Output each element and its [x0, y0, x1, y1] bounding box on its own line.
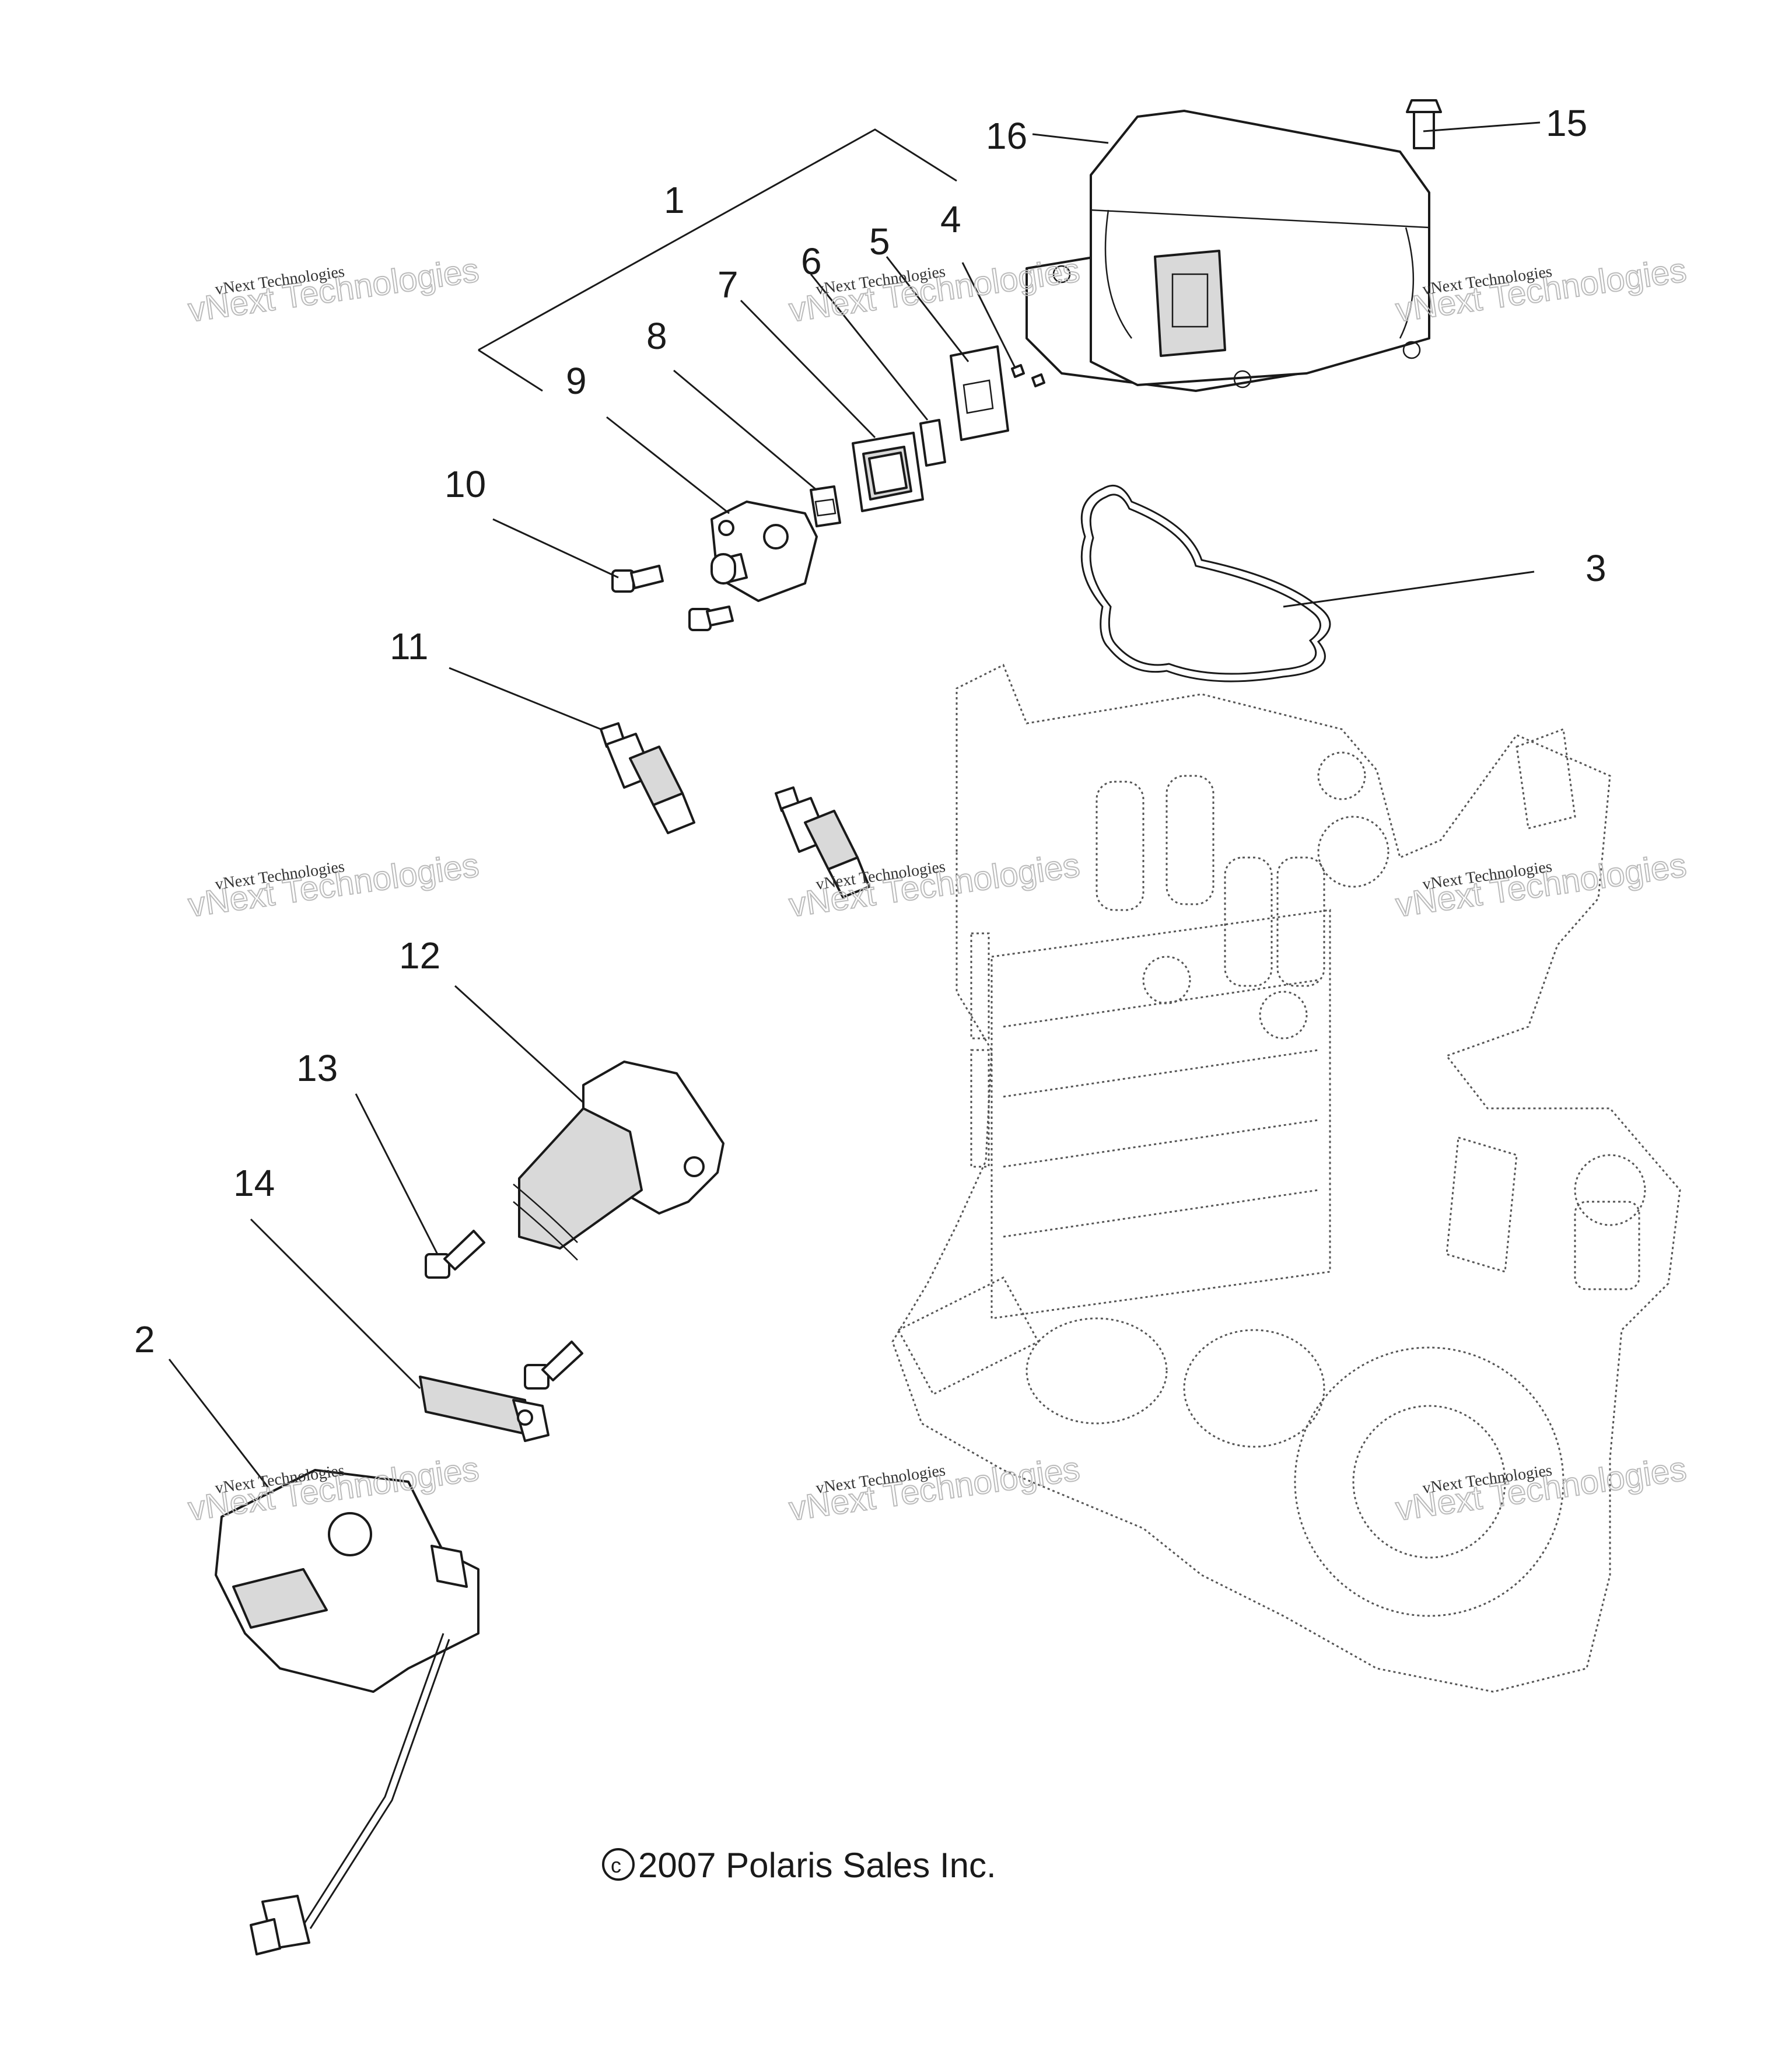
bracket-14 [419, 1376, 550, 1442]
gasket-8 [810, 485, 841, 527]
callout-4: 4 [940, 198, 961, 240]
callout-13: 13 [296, 1047, 338, 1089]
callout-9: 9 [566, 360, 587, 402]
gasket-7 [852, 432, 924, 512]
callout-14: 14 [233, 1162, 275, 1204]
copyright-notice: c 2007 Polaris Sales Inc. [602, 1846, 996, 1885]
copyright-symbol-icon [602, 1848, 635, 1881]
callout-15: 15 [1546, 102, 1587, 144]
copyright-text: 2007 Polaris Sales Inc. [638, 1846, 996, 1885]
valve-cover [1026, 110, 1430, 392]
callout-12: 12 [399, 935, 440, 977]
bolts-13 [425, 1230, 583, 1390]
leader-lines [168, 121, 1541, 1488]
callout-6: 6 [801, 240, 822, 282]
callout-1: 1 [664, 179, 685, 221]
callout-3: 3 [1586, 547, 1606, 589]
valve-cover-gasket [1080, 484, 1331, 683]
callout-8: 8 [646, 315, 667, 357]
plate-5 [950, 345, 1009, 441]
throttle-body-2 [215, 1469, 480, 1955]
callout-2: 2 [134, 1318, 155, 1360]
intake-boot-12 [513, 1061, 724, 1261]
bolt-15 [1406, 99, 1442, 149]
spark-plugs-11 [600, 722, 870, 898]
callout-10: 10 [444, 463, 486, 505]
housing-9 [710, 501, 818, 602]
bolts-10 [611, 565, 734, 631]
sheet-6 [919, 419, 946, 467]
callout-7: 7 [718, 264, 738, 306]
engine-assembly [891, 663, 1681, 1693]
copyright-symbol-icon-glyph: c [611, 1853, 621, 1877]
clips-4 [1011, 364, 1045, 387]
callout-labels: 1 2 3 4 5 6 7 8 9 10 11 12 13 14 15 16 [134, 102, 1606, 1360]
callout-16: 16 [986, 115, 1027, 157]
callout-11: 11 [390, 625, 428, 667]
callout-5: 5 [869, 221, 890, 263]
